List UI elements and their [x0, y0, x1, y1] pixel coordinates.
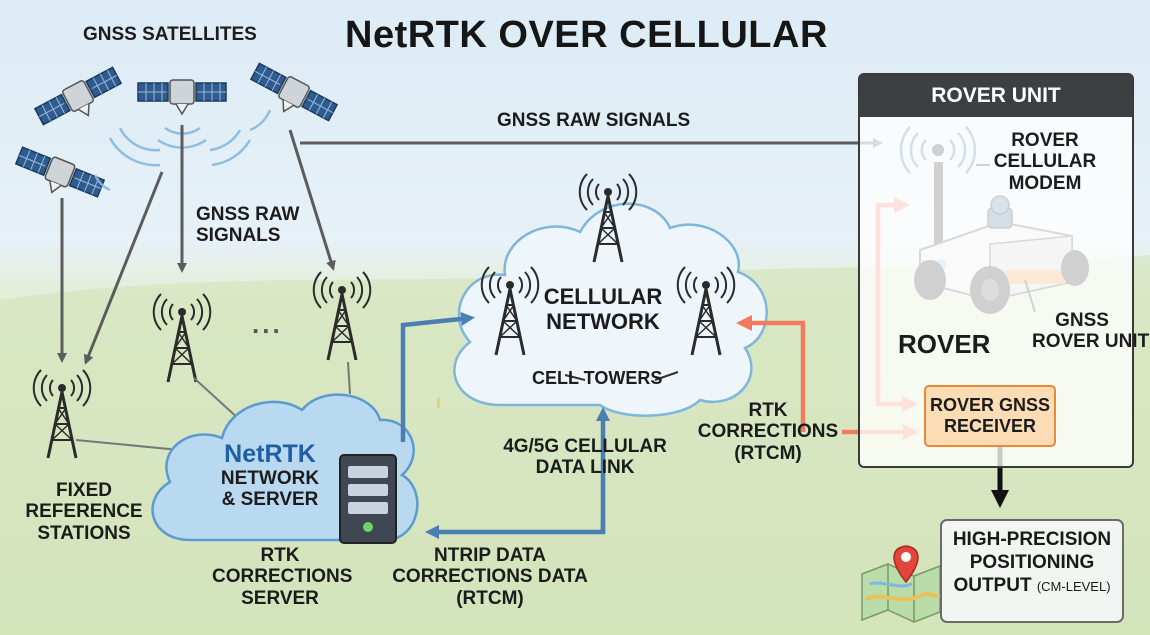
cell-towers-label: CELL TOWERS: [532, 368, 663, 388]
rover-modem-label: ROVER CELLULAR MODEM: [990, 130, 1100, 194]
cellular-link-line: DATA LINK: [535, 457, 635, 479]
netrtk-sub-line: NETWORK: [220, 468, 320, 489]
ntrip-line: NTRIP DATA: [434, 545, 546, 566]
satellites-label: GNSS SATELLITES: [83, 24, 257, 45]
raw-signals-left-label: GNSS RAW SIGNALS: [196, 204, 299, 247]
netrtk-label: NetRTK NETWORK & SERVER: [210, 440, 330, 511]
rtk-server-line: RTK: [260, 545, 300, 566]
raw-signals-line: GNSS RAW: [196, 204, 300, 225]
raw-signals-top-label: GNSS RAW SIGNALS: [497, 110, 691, 131]
more-stations-ellipsis: ...: [252, 309, 283, 339]
output-line: HIGH-PRECISION: [952, 529, 1112, 550]
output-unit: (CM-LEVEL): [1036, 578, 1111, 594]
fixed-stations-line: FIXED: [56, 480, 112, 501]
cellular-network-label: CELLULAR NETWORK: [538, 284, 668, 334]
server-icon: [339, 454, 397, 544]
fixed-stations-label: FIXED REFERENCE STATIONS: [22, 480, 146, 544]
satellite-icon: [32, 63, 129, 138]
gnss-rover-unit-line: ROVER UNIT: [1032, 331, 1150, 353]
rtk-corrections-line: RTK: [748, 400, 788, 421]
output-line: OUTPUT: [953, 574, 1032, 596]
rover-modem-line: CELLULAR: [993, 151, 1097, 173]
netrtk-title: NetRTK: [224, 440, 316, 468]
rover-gnss-receiver-label: ROVER GNSS RECEIVER: [930, 395, 1050, 436]
fixed-stations-line: STATIONS: [37, 522, 131, 544]
positioning-output-label: HIGH-PRECISION POSITIONING OUTPUT (CM-LE…: [942, 529, 1122, 597]
cellular-cloud: [453, 202, 768, 417]
cellular-link-label: 4G/5G CELLULAR DATA LINK: [500, 436, 670, 479]
rover-unit-header: ROVER UNIT: [860, 75, 1132, 117]
fixed-stations-line: REFERENCE: [25, 501, 143, 523]
raw-signals-line: SIGNALS: [196, 225, 281, 247]
gnss-rover-unit-line: GNSS: [1055, 310, 1109, 331]
rover-gnss-receiver-box: ROVER GNSS RECEIVER: [924, 385, 1056, 447]
ntrip-label: NTRIP DATA CORRECTIONS DATA (RTCM): [392, 545, 588, 609]
receiver-line: RECEIVER: [943, 416, 1037, 436]
positioning-output-box: HIGH-PRECISION POSITIONING OUTPUT (CM-LE…: [940, 519, 1124, 623]
rover-modem-line: MODEM: [1008, 172, 1082, 194]
rtk-corrections-line: CORRECTIONS: [697, 421, 839, 443]
gnss-rover-unit-label: GNSS ROVER UNIT: [1032, 310, 1150, 353]
output-line: POSITIONING: [969, 551, 1095, 573]
satellite-icon: [243, 59, 340, 134]
netrtk-sub-line: & SERVER: [221, 489, 319, 511]
cellular-link-line: 4G/5G CELLULAR: [503, 436, 667, 457]
page-title: NetRTK OVER CELLULAR: [345, 14, 828, 56]
receiver-line: ROVER GNSS: [929, 395, 1051, 416]
rover-unit-panel: ROVER UNIT: [858, 73, 1134, 468]
rtk-server-line: CORRECTIONS: [212, 566, 353, 588]
ntrip-line: CORRECTIONS DATA: [392, 566, 588, 588]
rtk-corrections-label: RTK CORRECTIONS (RTCM): [693, 400, 843, 464]
satellite-icon: [9, 143, 107, 210]
rtk-server-label: RTK CORRECTIONS SERVER: [212, 545, 353, 609]
cellular-network-line: NETWORK: [546, 308, 660, 334]
satellite-icon: [137, 79, 227, 115]
ntrip-line: (RTCM): [456, 587, 524, 609]
rtk-server-line: SERVER: [241, 587, 319, 609]
rover-modem-line: ROVER: [1011, 130, 1079, 151]
rover-label: ROVER: [898, 329, 991, 359]
rtk-corrections-line: (RTCM): [734, 442, 802, 464]
cellular-network-line: CELLULAR: [543, 284, 663, 309]
